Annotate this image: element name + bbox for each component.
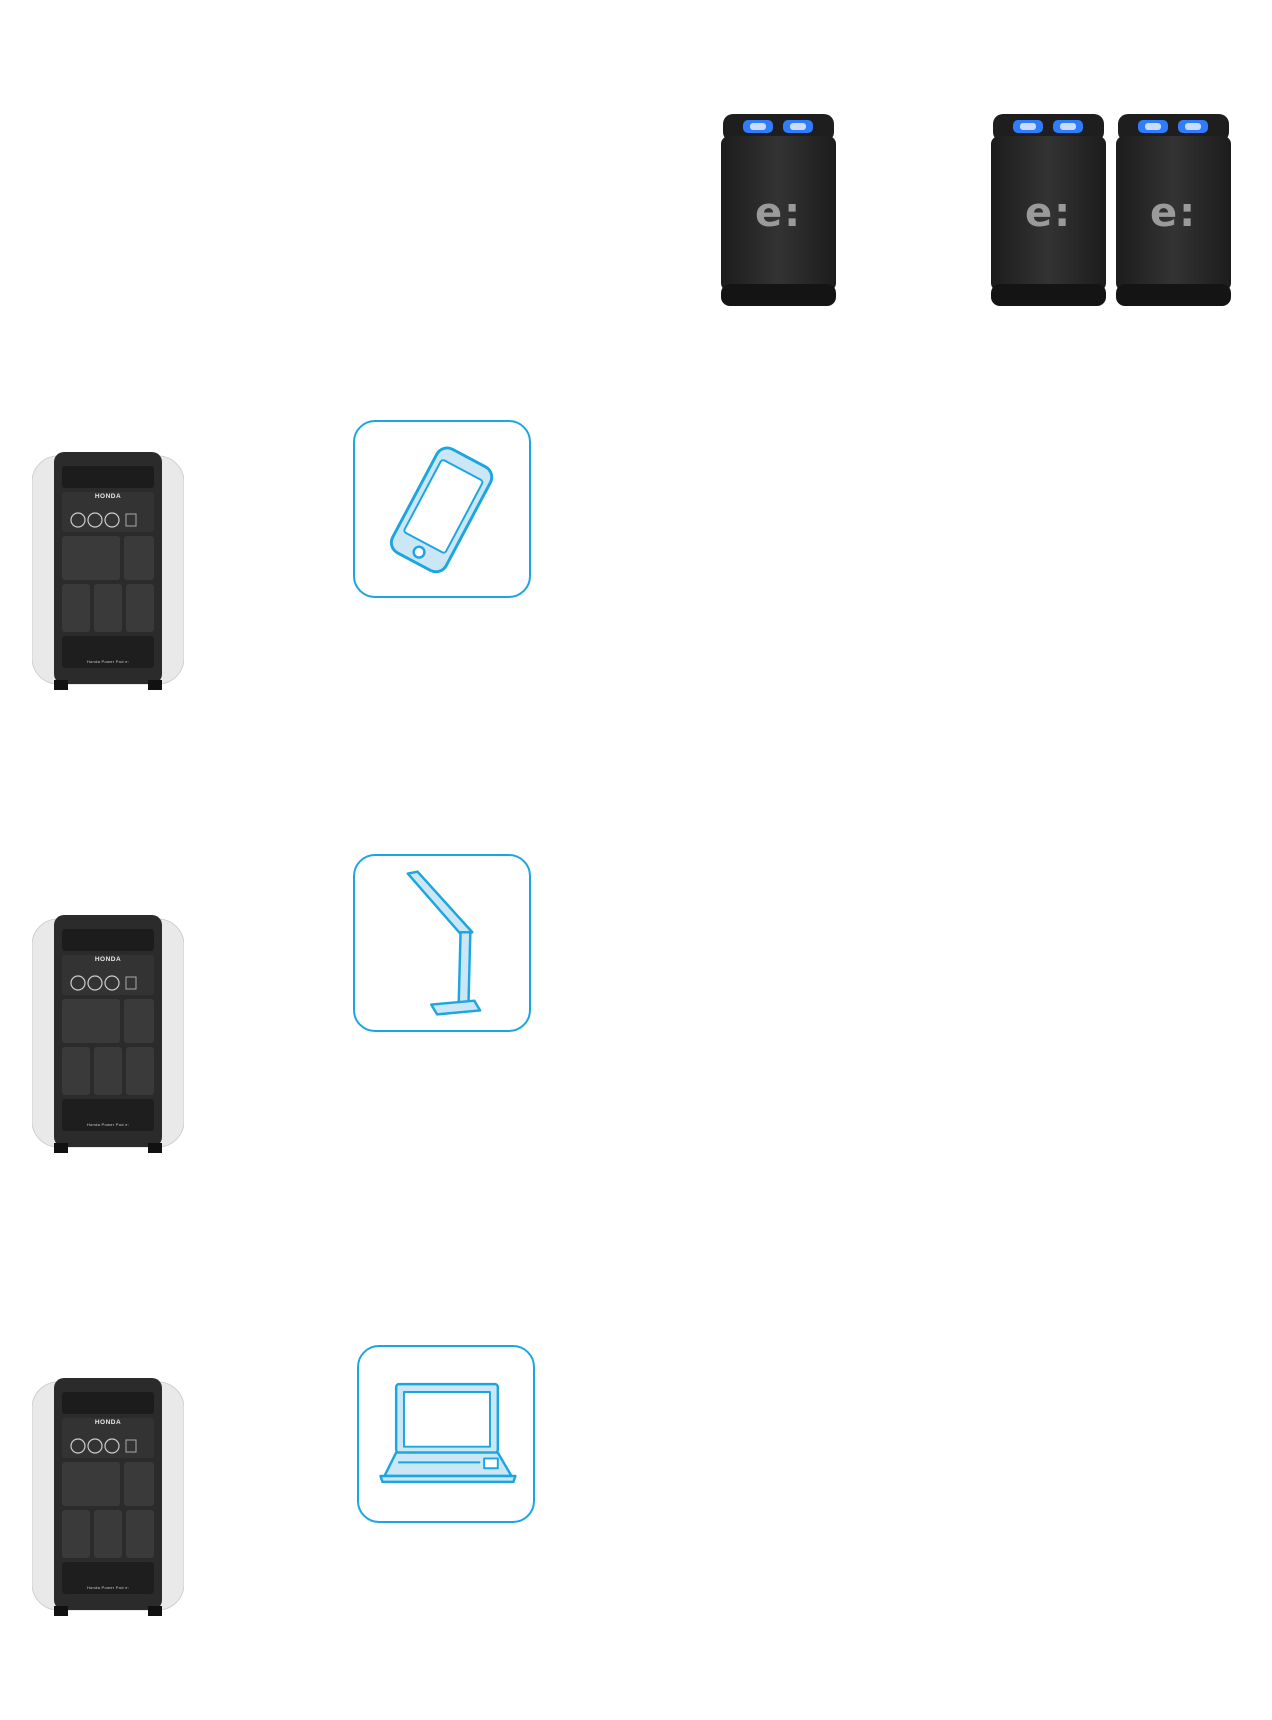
power-station-graphic <box>32 915 184 1153</box>
desk-lamp-icon <box>355 856 529 1030</box>
device-card-smartphone <box>353 420 531 598</box>
power-station: HONDA Honda Power Pod e: <box>32 1378 184 1618</box>
laptop-icon <box>359 1347 533 1521</box>
battery-cartridge-1: e: <box>721 114 836 306</box>
model-label: Honda Power Pod e: <box>86 1585 130 1590</box>
battery-cartridge-2: e: <box>991 114 1106 306</box>
power-station: HONDA Honda Power Pod e: <box>32 452 184 692</box>
battery-graphic <box>1116 114 1231 306</box>
brand-logo: HONDA <box>94 1419 122 1426</box>
brand-logo: HONDA <box>94 493 122 500</box>
model-label: Honda Power Pod e: <box>86 659 130 664</box>
power-station-graphic <box>32 452 184 690</box>
battery-graphic <box>991 114 1106 306</box>
battery-cartridge-3: e: <box>1116 114 1231 306</box>
device-card-desk-lamp <box>353 854 531 1032</box>
power-station-graphic <box>32 1378 184 1616</box>
battery-graphic <box>721 114 836 306</box>
device-card-laptop <box>357 1345 535 1523</box>
model-label: Honda Power Pod e: <box>86 1122 130 1127</box>
brand-logo: HONDA <box>94 956 122 963</box>
smartphone-icon <box>355 422 529 596</box>
power-station: HONDA Honda Power Pod e: <box>32 915 184 1155</box>
